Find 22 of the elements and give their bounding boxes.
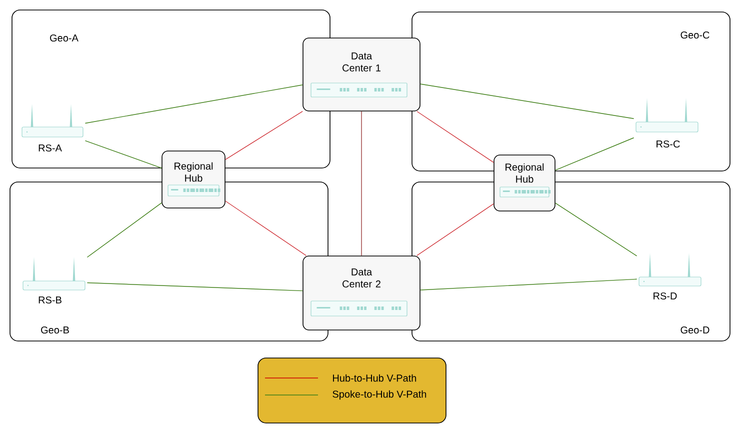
connector-line (84, 84, 303, 124)
node-label: RS-C (656, 140, 680, 148)
node-label: RS-B (38, 296, 62, 304)
node-label: RS-D (654, 292, 677, 300)
connector-line (416, 203, 494, 256)
router-station: RS-D (638, 253, 702, 300)
connector-line (86, 202, 162, 258)
node-label: RS-A (38, 144, 62, 152)
connector-line (84, 140, 162, 168)
router-station: RS-A (22, 104, 84, 152)
legend-text: Hub-to-Hub V-Path (333, 374, 416, 382)
connector-line (225, 110, 303, 160)
connector-line (420, 278, 638, 290)
router-station: RS-C (636, 98, 698, 148)
connector-line (416, 111, 494, 163)
connector-line (420, 84, 634, 119)
connector-line (86, 282, 303, 292)
connector-line (361, 111, 362, 256)
connector-line (555, 202, 638, 256)
legend-text: Spoke-to-Hub V-Path (332, 390, 426, 400)
connector-line (225, 200, 307, 256)
router-station: RS-B (22, 257, 86, 304)
